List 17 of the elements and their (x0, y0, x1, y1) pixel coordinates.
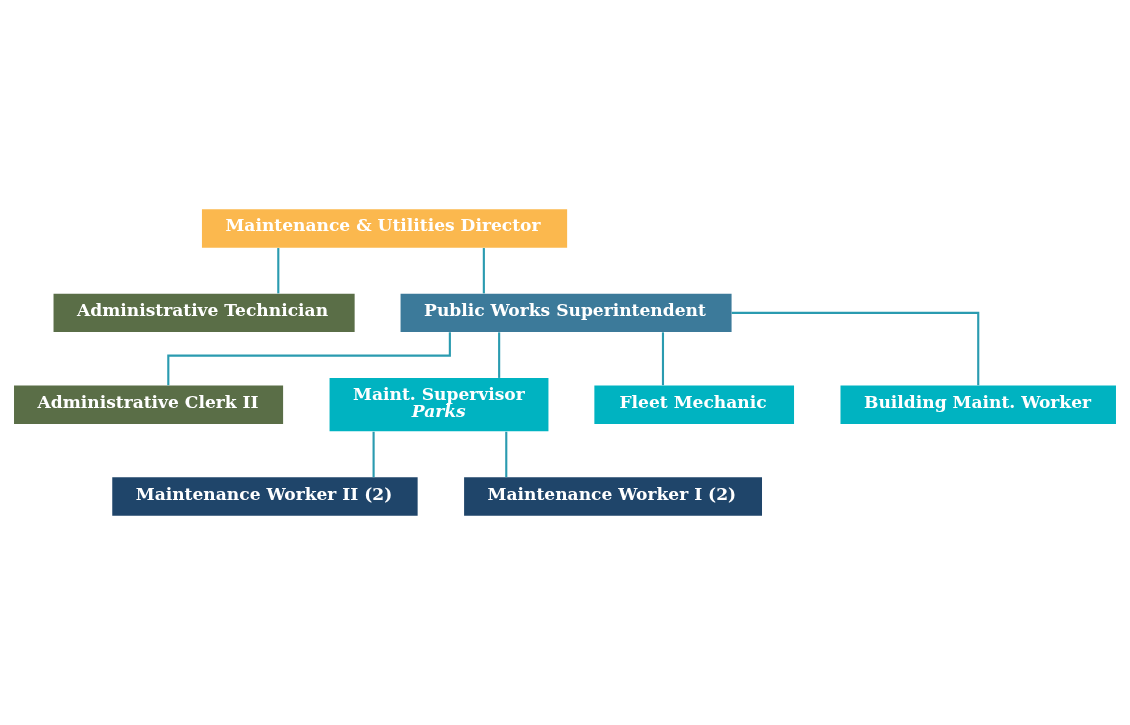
connector (505, 431, 508, 478)
connector (167, 332, 451, 386)
node-box: Maintenance & Utilities Director (201, 209, 568, 248)
node-box: Building Maint. Worker (840, 385, 1116, 424)
node-box: Maintenance Worker I (2) (464, 477, 762, 516)
connector (372, 431, 375, 478)
node-box: Fleet Mechanic (594, 385, 795, 424)
connector (498, 332, 501, 378)
connector (661, 332, 665, 386)
node-box: Public Works Superintendent (400, 293, 732, 333)
connector (277, 248, 280, 294)
node-box: Maintenance Worker II (2) (112, 477, 418, 516)
connector (482, 248, 485, 294)
node-box: Administrative Technician (53, 293, 355, 333)
node-box: Maint. Supervisor Parks (329, 378, 549, 432)
connector (731, 311, 980, 386)
node-box: Administrative Clerk II (14, 385, 284, 424)
